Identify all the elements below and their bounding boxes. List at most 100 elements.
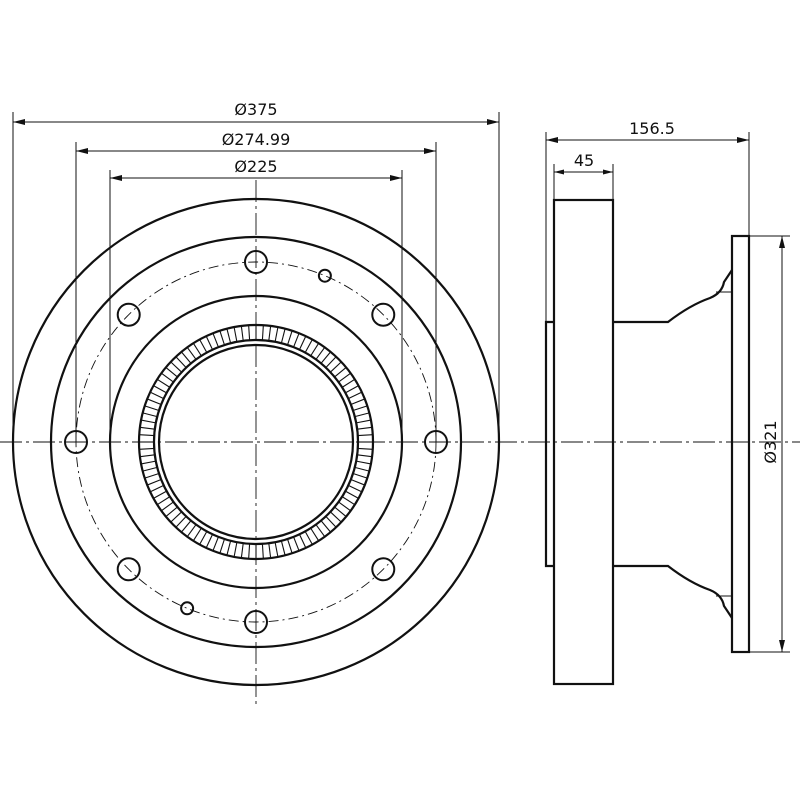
dim-hat-arrow-bottom <box>779 640 785 652</box>
dim-inner-arrow-left <box>110 175 122 181</box>
small-hole <box>180 601 195 616</box>
abs-tooth <box>274 326 279 342</box>
abs-tooth <box>354 466 370 472</box>
abs-tooth <box>338 501 351 512</box>
bolt-hole <box>244 250 268 274</box>
abs-tooth <box>320 520 332 533</box>
abs-tooth <box>268 325 272 341</box>
abs-tooth <box>348 391 363 400</box>
abs-tooth <box>199 531 208 545</box>
abs-tooth <box>165 366 178 378</box>
abs-tooth <box>286 330 293 346</box>
abs-tooth <box>268 543 272 559</box>
abs-tooth <box>147 398 162 405</box>
abs-tooth <box>261 325 264 341</box>
side-hat-flange <box>730 234 751 654</box>
abs-tooth <box>350 479 365 486</box>
abs-tooth <box>354 412 370 418</box>
abs-tooth <box>357 454 373 458</box>
abs-tooth <box>357 434 373 437</box>
abs-tooth <box>352 472 368 479</box>
bolt-hole <box>371 302 396 327</box>
dim-pcd-arrow-left <box>76 148 88 154</box>
center-bore <box>157 343 355 541</box>
abs-tooth <box>298 335 307 350</box>
side-hat-lower-contour <box>613 564 733 619</box>
abs-tooth <box>156 378 171 388</box>
dim-inner-diameter-label: Ø225 <box>234 157 277 176</box>
abs-tooth <box>334 366 347 378</box>
abs-tooth <box>348 484 363 493</box>
side-hat-upper-contour <box>613 269 733 324</box>
abs-tooth <box>161 501 174 512</box>
abs-tooth <box>205 534 214 549</box>
bolt-hole <box>371 557 396 582</box>
abs-tooth <box>186 524 197 537</box>
abs-tooth <box>248 543 251 559</box>
abs-tooth <box>140 460 156 465</box>
abs-tooth <box>345 385 359 394</box>
abs-tooth <box>357 447 373 450</box>
abs-tooth <box>329 511 342 523</box>
abs-tooth <box>219 538 226 554</box>
abs-tooth <box>310 527 320 542</box>
abs-tooth <box>304 339 313 353</box>
abs-tooth <box>310 342 320 357</box>
abs-tooth <box>192 527 202 542</box>
abs-tooth <box>248 325 251 341</box>
abs-tooth <box>170 361 183 373</box>
abs-ring-inner <box>152 338 360 546</box>
abs-tooth <box>199 339 208 353</box>
abs-tooth <box>338 372 351 383</box>
dim-pcd-diameter-label: Ø274.99 <box>222 130 291 149</box>
dim-thickness-arrow-left <box>554 169 564 175</box>
abs-tooth <box>212 536 219 551</box>
dim-inner-arrow-right <box>390 175 402 181</box>
abs-tooth <box>357 426 373 430</box>
abs-tooth <box>149 484 164 493</box>
abs-tooth <box>286 538 293 554</box>
abs-tooth <box>293 333 300 348</box>
abs-tooth <box>153 385 167 394</box>
abs-tooth <box>240 325 244 341</box>
dim-total-height-label: 156.5 <box>629 119 675 138</box>
abs-tooth <box>345 490 359 499</box>
abs-tooth <box>334 506 347 518</box>
abs-tooth <box>280 540 286 556</box>
abs-tooth <box>149 391 164 400</box>
abs-tooth <box>226 328 232 344</box>
dim-outer-arrow-left <box>13 119 25 125</box>
abs-tooth <box>341 378 356 388</box>
side-view <box>544 198 751 686</box>
abs-tooth <box>240 543 244 559</box>
abs-tooth <box>175 356 187 369</box>
abs-tooth <box>144 405 160 412</box>
abs-tooth <box>233 542 238 558</box>
abs-tooth <box>180 520 192 533</box>
abs-tooth <box>329 361 342 373</box>
dim-outer-diameter-label: Ø375 <box>234 100 277 119</box>
abs-tooth <box>147 479 162 486</box>
bolt-hole <box>244 610 268 634</box>
dim-height-arrow-left <box>546 137 558 143</box>
dim-hat-arrow-top <box>779 236 785 248</box>
abs-tooth <box>170 511 183 523</box>
dim-disc-thickness-label: 45 <box>574 151 594 170</box>
abs-tooth <box>320 351 332 364</box>
abs-tooth <box>350 398 365 405</box>
bolt-hole <box>116 557 141 582</box>
abs-tooth <box>140 419 156 424</box>
abs-tooth <box>175 515 187 528</box>
bolt-hole <box>116 302 141 327</box>
abs-tooth <box>325 515 337 528</box>
abs-tooth <box>212 333 219 348</box>
abs-tooth <box>139 434 155 437</box>
abs-tooth <box>280 328 286 344</box>
abs-ring-teeth <box>139 325 373 559</box>
abs-tooth <box>165 506 178 518</box>
abs-tooth <box>352 405 368 412</box>
dim-outer-arrow-right <box>487 119 499 125</box>
abs-tooth <box>192 342 202 357</box>
dim-height-arrow-right <box>737 137 749 143</box>
